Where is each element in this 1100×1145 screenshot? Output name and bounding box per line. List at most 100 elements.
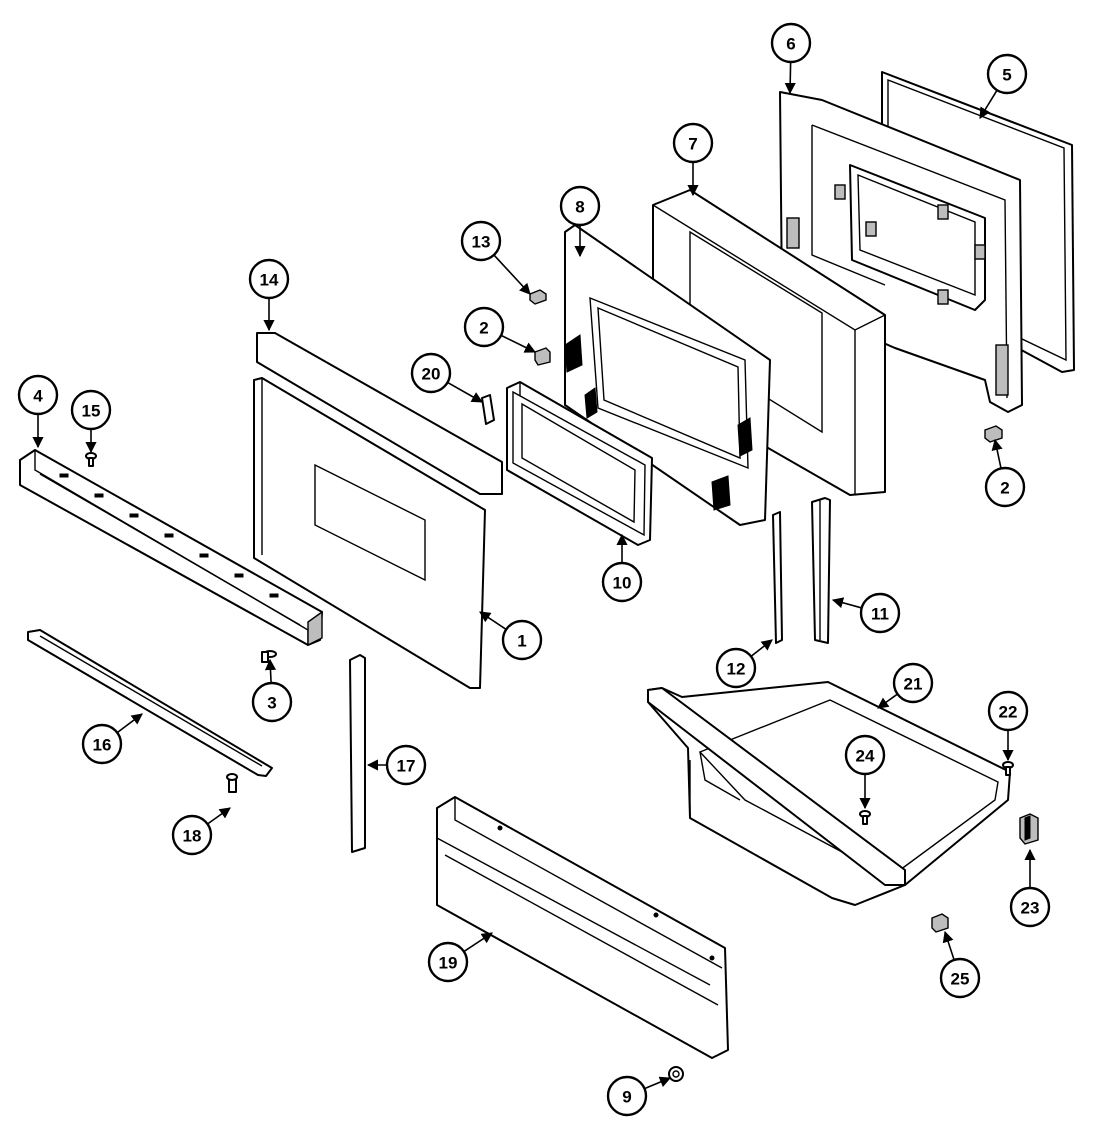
callout-leader-18: [207, 807, 231, 825]
callout-label: 7: [688, 135, 697, 154]
part-16-bottom-rail: [27, 629, 273, 777]
callout-22: 22: [987, 690, 1029, 732]
callout-bubble: [987, 690, 1029, 732]
part-3-screw: [261, 650, 277, 663]
callout-leader-2: [500, 334, 537, 353]
part-6-inner-door-panel: [779, 91, 1023, 413]
callout-label: 18: [183, 827, 202, 846]
callout-5: 5: [986, 53, 1028, 95]
callout-label: 10: [613, 574, 632, 593]
callout-leader-25: [942, 930, 955, 961]
callout-label: 2: [479, 319, 488, 338]
callout-bubble: [460, 220, 502, 262]
callout-8: 8: [559, 185, 601, 227]
callout-leader-12: [750, 639, 773, 657]
part-25-drawer-stop: [931, 913, 949, 933]
callout-bubble: [427, 941, 469, 983]
callout-20: 20: [410, 352, 452, 394]
part-24-screw: [859, 810, 871, 825]
callout-leader-20: [447, 381, 483, 403]
part-17-side-trim: [349, 654, 366, 853]
callout-bubble: [715, 647, 757, 689]
callout-bubble: [385, 744, 427, 786]
callout-leader-9: [644, 1076, 672, 1090]
part-1-outer-door: [253, 377, 486, 689]
callout-label: 25: [951, 970, 970, 989]
callout-15: 15: [70, 389, 112, 431]
part-20-clip: [481, 394, 495, 425]
callout-bubble: [251, 681, 293, 723]
callout-4: 4: [17, 374, 59, 416]
callout-leader-2: [991, 438, 1003, 469]
part-19-drawer-front: [436, 796, 729, 1059]
callout-bubble: [844, 734, 886, 776]
part-11-door-channel: [811, 497, 831, 644]
callout-11: 11: [859, 592, 901, 634]
callout-layer: 1223456789101112131415161718192021222324…: [17, 22, 1051, 1117]
part-9-knob: [668, 1066, 684, 1082]
part-18-screw: [226, 773, 238, 793]
callout-label: 24: [856, 747, 875, 766]
callout-bubble: [939, 957, 981, 999]
callout-label: 5: [1002, 66, 1011, 85]
callout-label: 2: [1000, 479, 1009, 498]
callout-10: 10: [601, 561, 643, 603]
callout-leader-16: [116, 713, 143, 734]
callout-19: 19: [427, 941, 469, 983]
callout-label: 4: [33, 387, 43, 406]
callout-label: 22: [999, 703, 1018, 722]
part-21-drawer-body: [647, 681, 1011, 906]
callout-bubble: [81, 723, 123, 765]
callout-bubble: [770, 22, 812, 64]
callout-bubble: [559, 185, 601, 227]
callout-bubble: [859, 592, 901, 634]
callout-label: 3: [267, 694, 276, 713]
callout-leader-1: [479, 611, 507, 631]
callout-leader-6: [784, 61, 796, 95]
callout-bubble: [171, 814, 213, 856]
callout-14: 14: [248, 258, 290, 300]
callout-bubble: [17, 374, 59, 416]
callout-bubble: [606, 1075, 648, 1117]
part-14-door-trim: [256, 332, 503, 495]
callout-bubble: [601, 561, 643, 603]
callout-bubble: [501, 619, 543, 661]
callout-leader-19: [463, 932, 493, 953]
callout-25: 25: [939, 957, 981, 999]
callout-bubble: [672, 122, 714, 164]
callout-2: 2: [984, 466, 1026, 508]
callout-bubble: [892, 662, 934, 704]
callout-bubble: [70, 389, 112, 431]
part-23-drawer-glide: [1019, 813, 1039, 845]
callout-label: 1: [517, 632, 526, 651]
callout-label: 20: [422, 365, 441, 384]
callout-21: 21: [892, 662, 934, 704]
callout-bubble: [984, 466, 1026, 508]
callout-bubble: [410, 352, 452, 394]
callout-leader-13: [493, 254, 531, 295]
callout-24: 24: [844, 734, 886, 776]
callout-label: 9: [622, 1088, 631, 1107]
part-22-screw: [1002, 761, 1014, 776]
callout-label: 6: [786, 35, 795, 54]
callout-label: 11: [871, 605, 889, 624]
callout-leader-11: [831, 597, 862, 609]
part-15-screw: [85, 452, 97, 467]
callout-6: 6: [770, 22, 812, 64]
callout-leader-5: [979, 89, 998, 119]
callout-leader-3: [264, 658, 277, 684]
part-2-clip-upper: [534, 347, 551, 366]
callout-leader-21: [877, 693, 899, 709]
callout-bubble: [986, 53, 1028, 95]
callout-7: 7: [672, 122, 714, 164]
callout-bubble: [1009, 886, 1051, 928]
callout-label: 19: [439, 954, 458, 973]
callout-label: 8: [575, 198, 584, 217]
callout-label: 13: [472, 233, 491, 252]
callout-1: 1: [501, 619, 543, 661]
callout-2: 2: [463, 306, 505, 348]
callout-16: 16: [81, 723, 123, 765]
callout-12: 12: [715, 647, 757, 689]
callout-9: 9: [606, 1075, 648, 1117]
